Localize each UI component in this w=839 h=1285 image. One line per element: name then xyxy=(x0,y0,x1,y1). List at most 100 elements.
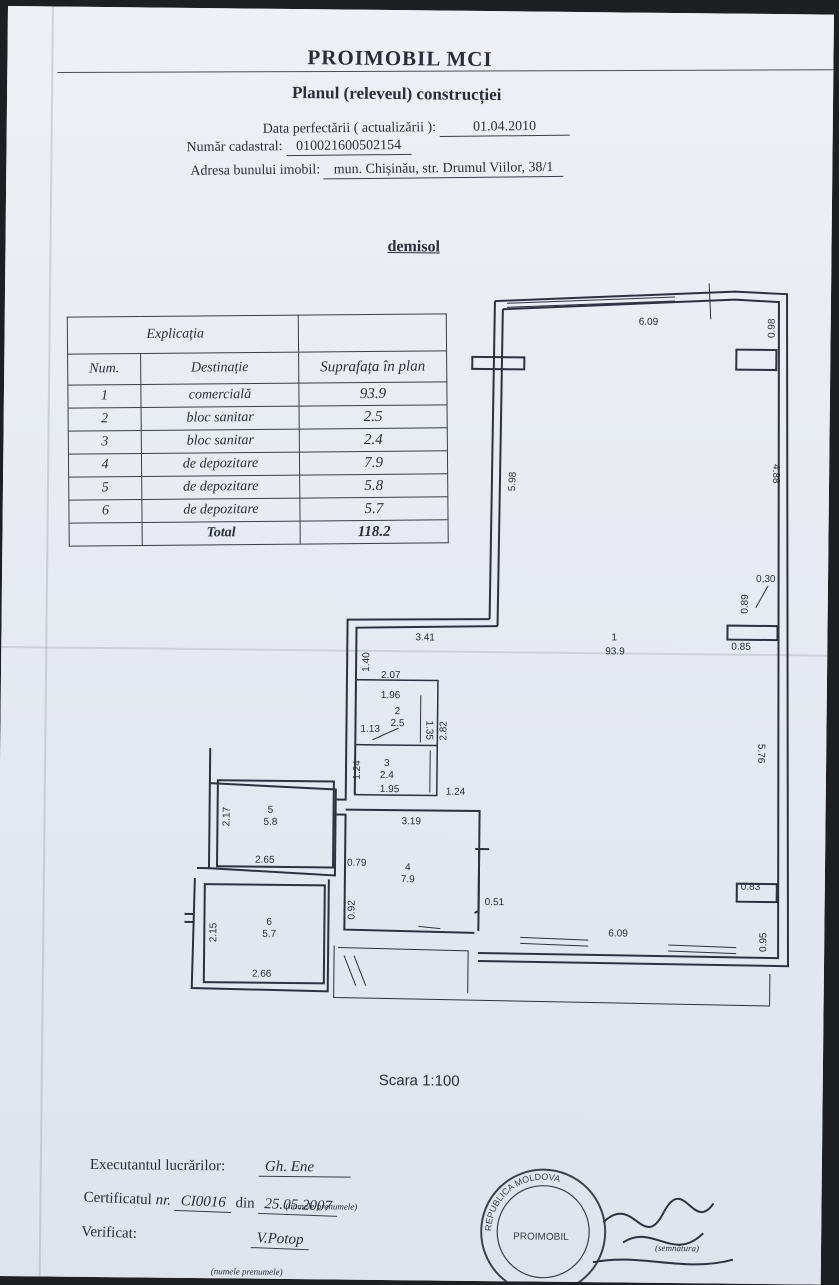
window-bottom-2 xyxy=(520,943,588,946)
stair-2 xyxy=(354,956,366,986)
room-4-num: 4 xyxy=(405,862,411,873)
cert-date: 25.05.2007 xyxy=(258,1196,338,1217)
row-num: 3 xyxy=(68,430,141,454)
paper-fold-vertical xyxy=(39,6,54,1276)
scale-label: Scara 1:100 xyxy=(379,1072,460,1090)
col-header-num: Num. xyxy=(68,353,141,385)
row-num: 6 xyxy=(69,499,142,523)
room-3-area: 2.4 xyxy=(380,770,394,781)
terrace-inner xyxy=(338,948,468,993)
dim-corridor-height: 1.40 xyxy=(361,652,372,672)
dim-room4-top: 3.19 xyxy=(401,816,421,827)
dim-right-top: 0.98 xyxy=(767,318,778,338)
company-name: PROIMOBIL MCI xyxy=(307,45,492,72)
pier-right-mid xyxy=(727,626,777,641)
verified-label: Verificat: xyxy=(81,1224,137,1242)
dim-bottom: 6.09 xyxy=(608,928,628,939)
date-value: 01.04.2010 xyxy=(439,119,569,137)
window-bottom-1 xyxy=(520,937,588,940)
document-subtitle: Planul (releveul) construcției xyxy=(292,83,502,105)
room-5-area: 5.8 xyxy=(263,817,277,828)
executant-label: Executantul lucrărilor: xyxy=(90,1157,226,1174)
dim-right-upper: 4.88 xyxy=(770,464,781,484)
dim-room6-height: 2.15 xyxy=(208,922,219,942)
diagonal-mark xyxy=(756,586,768,608)
window-bottom-4 xyxy=(668,951,736,954)
row-num: 1 xyxy=(68,384,141,408)
handwritten-signature xyxy=(593,1198,734,1265)
dim-top: 6.09 xyxy=(639,317,659,328)
pier-right-top xyxy=(736,350,776,370)
address-value: mun. Chișinău, str. Drumul Viilor, 38/1 xyxy=(324,160,564,180)
outer-wall-main xyxy=(478,289,795,966)
dim-room2-height: 1.35 xyxy=(423,720,434,740)
dim-right-small-3: 0.95 xyxy=(758,932,769,952)
stair-1 xyxy=(344,956,356,986)
cadastral-label: Număr cadastral: xyxy=(186,139,282,155)
dim-room2-door: 1.13 xyxy=(360,724,380,735)
row-num: 5 xyxy=(69,476,142,500)
address-row: Adresa bunului imobil: mun. Chișinău, st… xyxy=(190,160,563,181)
room-2-area: 2.5 xyxy=(390,718,404,729)
inner-wall-main xyxy=(478,297,785,958)
verified-hint: (numele prenumele) xyxy=(211,1266,283,1277)
stamp-mid-text: PROIMOBIL xyxy=(513,1231,569,1243)
dim-room2-side: 2.82 xyxy=(438,721,449,741)
dim-room2-top: 2.07 xyxy=(381,670,401,681)
cadastral-row: Număr cadastral: 010021600502154 xyxy=(186,138,411,157)
dim-right-small-b: 0.89 xyxy=(740,594,751,614)
dim-room2-width: 1.96 xyxy=(381,690,401,701)
room-1-area: 93.9 xyxy=(605,646,625,657)
cert-label: Certificatul xyxy=(83,1190,152,1208)
verified-row: Verificat: V.Potop xyxy=(81,1224,310,1250)
wall-room-4-right-v xyxy=(478,849,479,931)
dim-corridor-left: 3.41 xyxy=(415,632,435,643)
executant-row: Executantul lucrărilor: Gh. Ene xyxy=(90,1157,351,1178)
row-num: 2 xyxy=(68,407,141,431)
date-label: Data perfectării ( actualizării ): xyxy=(263,120,436,137)
pier-left xyxy=(472,357,524,370)
stamp-outer-ring xyxy=(481,1169,606,1285)
dim-room4-left: 0.92 xyxy=(346,900,357,920)
executant-value: Gh. Ene xyxy=(259,1159,351,1178)
floor-plan-drawing: 6.09 0.98 5.98 4.88 0,30 0.89 0.85 3.41 … xyxy=(147,278,815,1045)
room-2-num: 2 xyxy=(395,706,401,717)
dim-room4-door: 0.79 xyxy=(347,858,367,869)
dim-right-small-c: 0.85 xyxy=(731,642,751,653)
dim-room4-right: 0.51 xyxy=(485,897,505,908)
room-6-num: 6 xyxy=(266,917,272,928)
room-3-num: 3 xyxy=(384,758,390,769)
official-stamp: REPUBLICA MOLDOVA PROIMOBIL xyxy=(473,1161,774,1285)
dim-room5-height: 2.17 xyxy=(221,806,232,826)
dim-right-lower: 5.76 xyxy=(755,744,766,764)
dim-right-small-2: 0.83 xyxy=(741,882,761,893)
cert-nr-label: nr. xyxy=(155,1192,171,1209)
room-5-num: 5 xyxy=(268,805,274,816)
wall-rooms-left xyxy=(336,651,348,799)
row-num: 4 xyxy=(68,453,141,477)
window-bottom-5 xyxy=(418,926,440,928)
room-4-area: 7.9 xyxy=(401,874,415,885)
dim-room3-width: 1.95 xyxy=(380,784,400,795)
cert-number: CI0016 xyxy=(174,1193,232,1213)
window-bottom-3 xyxy=(668,945,736,948)
stamp-top-text: REPUBLICA MOLDOVA xyxy=(483,1171,561,1232)
verified-value: V.Potop xyxy=(250,1230,309,1250)
room-6-area: 5.7 xyxy=(262,929,276,940)
wall-between-2-3 xyxy=(355,745,437,746)
wall-left-upper xyxy=(490,301,495,619)
dim-left-upper: 5.98 xyxy=(507,471,519,491)
cert-din: din xyxy=(235,1195,255,1212)
document-page: PROIMOBIL MCI Planul (releveul) construc… xyxy=(0,6,834,1285)
dim-right-small-a: 0,30 xyxy=(756,574,776,585)
certificate-row: Certificatul nr. CI0016 din 25.05.2007 xyxy=(83,1190,338,1217)
dim-room3-side: 1.24 xyxy=(446,787,466,798)
dim-room6-width: 2.66 xyxy=(252,969,272,980)
floor-level-title: demisol xyxy=(387,238,440,257)
address-label: Adresa bunului imobil: xyxy=(190,162,320,178)
header-rule xyxy=(57,69,834,73)
dim-room5-width: 2.65 xyxy=(255,855,275,866)
date-row: Data perfectării ( actualizării ): 01.04… xyxy=(263,119,570,139)
cadastral-value: 010021600502154 xyxy=(286,138,411,156)
room-1-num: 1 xyxy=(611,632,617,643)
